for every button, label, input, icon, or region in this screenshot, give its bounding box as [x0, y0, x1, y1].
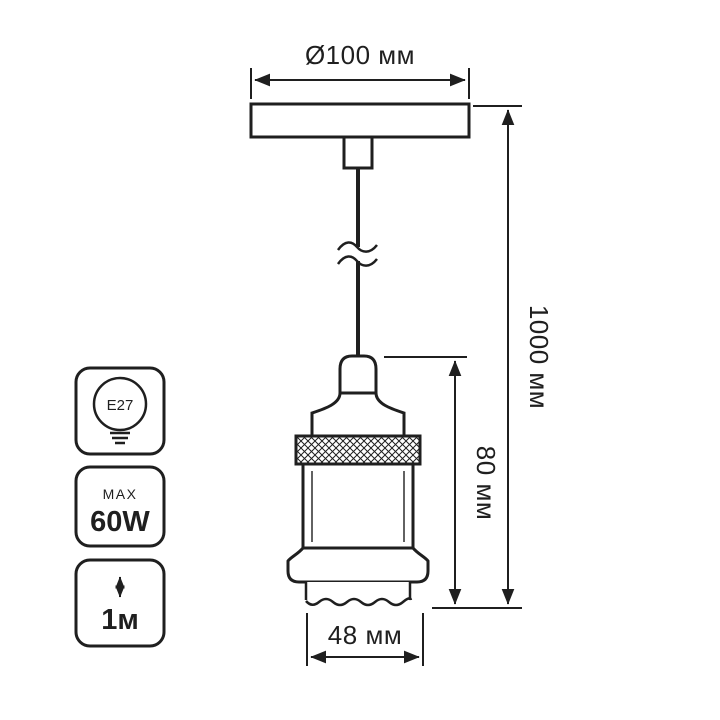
lamp-drawing [249, 102, 471, 607]
badge-frame [74, 465, 166, 548]
bulb-icon [92, 376, 148, 445]
ceiling-stem [342, 135, 374, 170]
socket-cap [338, 354, 378, 395]
socket-height-label: 80 мм [471, 446, 501, 520]
badge-socket-type: E27 [74, 366, 166, 456]
socket-type-label: E27 [107, 397, 134, 414]
socket-shoulder [310, 391, 406, 438]
badge-max-power: MAX 60W [74, 465, 166, 548]
plate-diameter-label: Ø100 мм [305, 40, 415, 70]
socket-thread [304, 582, 413, 607]
badge-suspension-length: 1м [74, 558, 166, 648]
ceiling-plate [249, 102, 471, 139]
socket-flare [286, 546, 430, 584]
dimension-socket-height: 80 мм [384, 356, 501, 605]
knurl-ring [294, 434, 422, 466]
max-label: MAX [103, 486, 138, 502]
dimension-socket-diameter: 48 мм [306, 613, 424, 666]
badge-frame [74, 558, 166, 648]
socket-body [301, 462, 415, 550]
thread-break-line [305, 597, 413, 607]
max-power-label: 60W [90, 506, 150, 538]
cable-length-label: 1000 мм [524, 305, 554, 409]
dimension-plate-diameter: Ø100 мм [250, 40, 470, 99]
socket-diameter-label: 48 мм [328, 620, 402, 650]
cable-break [336, 241, 378, 267]
dimension-cable-length: 1000 мм [432, 105, 554, 609]
suspension-length-label: 1м [101, 604, 139, 636]
